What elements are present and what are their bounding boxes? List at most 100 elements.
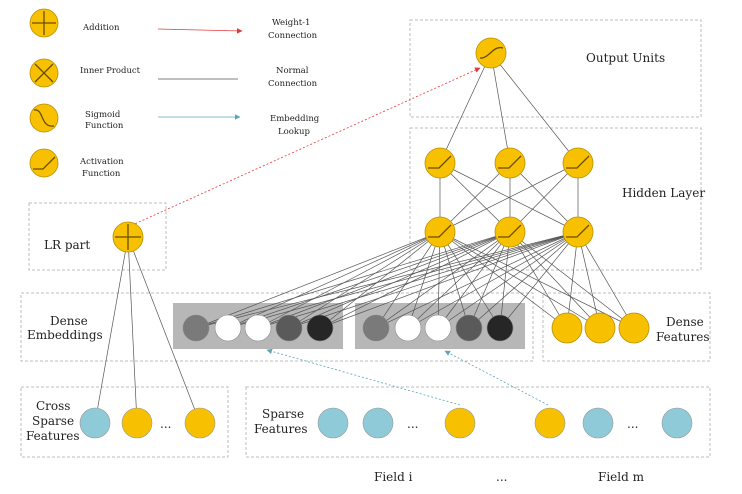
connection-hidden-input (499, 231, 511, 329)
sparse-features-label-1: Sparse (262, 407, 304, 421)
embedding-node-field-i (306, 314, 334, 342)
connection-hidden-input (319, 231, 579, 329)
field-i-label: Field i (374, 470, 413, 484)
connection-hidden-input (468, 231, 511, 329)
sparse-feature-node (317, 407, 349, 439)
hidden-node-top (424, 147, 456, 179)
addition-icon (29, 8, 59, 38)
sparse-features-box (245, 386, 711, 458)
weight1-connection (127, 67, 481, 228)
connection-hidden-input (288, 231, 441, 329)
output-units-box (409, 19, 702, 118)
connection-hidden-input (227, 231, 441, 329)
connection-hidden-input (437, 231, 441, 329)
connection-hidden-input (439, 231, 501, 329)
hidden-layer-box (409, 127, 702, 271)
embedding-node-field-i (214, 314, 242, 342)
connection-hidden-input (439, 231, 568, 329)
connection-hidden-hidden (439, 162, 579, 233)
legend-sigmoid-1: Sigmoid (85, 110, 121, 120)
legend-weight1-1: Weight-1 (272, 18, 310, 28)
sparse-feature-node (661, 407, 693, 439)
connection-output-hidden (439, 52, 492, 164)
cross-sparse-node (79, 407, 111, 439)
connection-hidden-input (407, 231, 579, 329)
hidden-node-bottom (424, 216, 456, 248)
cross-sparse-label-1: Cross (36, 399, 70, 413)
sparse-feature-node (582, 407, 614, 439)
embedding-node-field-m (362, 314, 390, 342)
connection-hidden-input (195, 231, 579, 329)
connection-hidden-input (499, 231, 579, 329)
dense-features-label-2: Features (656, 330, 709, 344)
connections (94, 52, 635, 424)
dense-features-box (542, 292, 711, 362)
legend-inner-product: Inner Product (80, 66, 141, 76)
connection-hidden-input (195, 231, 511, 329)
legend-normal-1: Normal (276, 66, 309, 76)
output-node (475, 37, 507, 69)
connection-hidden-input (439, 231, 470, 329)
connection-hidden-input (257, 231, 511, 329)
embedding-lookup-field-i (266, 348, 461, 406)
hidden-node-bottom (562, 216, 594, 248)
legend-addition: Addition (82, 23, 120, 33)
lr-part-label: LR part (44, 238, 90, 252)
sparse-feature-node (444, 407, 476, 439)
legend-normal-2: Connection (268, 79, 318, 89)
connection-hidden-input (437, 231, 511, 329)
connection-hidden-input (577, 231, 635, 329)
legend-weight1-arrow (157, 28, 243, 34)
legend: Addition Inner Product Sigmoid Function … (29, 8, 320, 179)
nodes (79, 37, 693, 439)
connection-hidden-hidden (509, 162, 579, 233)
connection-hidden-input (319, 231, 441, 329)
connection-hidden-input (375, 231, 579, 329)
connection-lr-cross (127, 236, 138, 424)
sparse-feature-node (534, 407, 566, 439)
dense-feature-node (584, 312, 616, 344)
cross-sparse-node (121, 407, 153, 439)
connection-hidden-input (407, 231, 441, 329)
connection-hidden-input (577, 231, 601, 329)
legend-sigmoid-2: Function (85, 121, 124, 131)
embedding-node-field-m (394, 314, 422, 342)
cross-sparse-label-3: Features (26, 429, 79, 443)
hidden-node-bottom (494, 216, 526, 248)
connection-hidden-hidden (439, 162, 511, 233)
legend-embedding-2: Lookup (278, 127, 311, 137)
connection-hidden-input (468, 231, 579, 329)
dense-feature-node (551, 312, 583, 344)
legend-embedding-1: Embedding (270, 114, 320, 124)
lr-part-box (28, 202, 167, 271)
legend-activation-1: Activation (79, 157, 124, 167)
cross-sparse-features-box (20, 386, 229, 458)
embedding-node-field-i (244, 314, 272, 342)
connection-lr-cross (94, 236, 129, 424)
inner-product-icon (29, 58, 59, 88)
output-units-label: Output Units (586, 51, 665, 65)
connection-hidden-input (257, 231, 579, 329)
dense-embeddings-box (20, 292, 534, 362)
cross-sparse-label-2: Sparse (32, 414, 74, 428)
connection-hidden-input (375, 231, 511, 329)
embedding-node-field-i (182, 314, 210, 342)
connection-hidden-input (566, 231, 579, 329)
embedding-lookup-field-m (444, 350, 549, 406)
connection-hidden-input (439, 231, 601, 329)
cross-sparse-node (184, 407, 216, 439)
ellipsis-fields: ... (496, 470, 507, 484)
connection-hidden-input (227, 231, 579, 329)
embedding-node-field-m (424, 314, 452, 342)
embedding-node-field-m (455, 314, 483, 342)
ellipsis-cross: ... (160, 417, 171, 431)
connection-output-hidden (490, 52, 579, 164)
ellipsis-field-m: ... (627, 417, 638, 431)
connection-hidden-input (407, 231, 511, 329)
connection-hidden-input (319, 231, 511, 329)
hidden-layer-label: Hidden Layer (622, 186, 705, 200)
legend-weight1-2: Connection (268, 31, 318, 41)
embedding-node-field-m (486, 314, 514, 342)
ellipsis-field-i: ... (407, 417, 418, 431)
